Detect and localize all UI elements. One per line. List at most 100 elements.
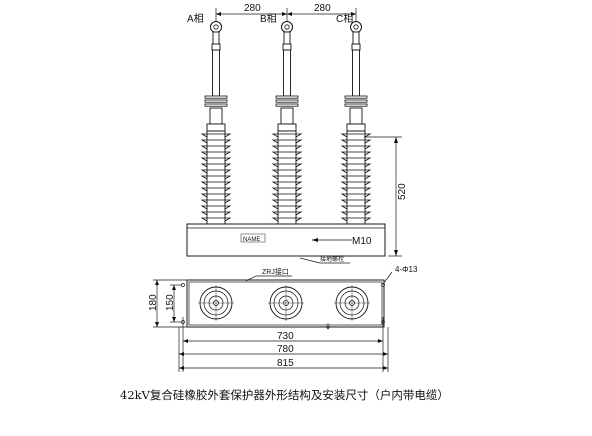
shed [200, 211, 232, 216]
collar [209, 107, 223, 125]
shed [271, 151, 303, 156]
dim-width-inner: 150 [165, 294, 176, 311]
shed [340, 175, 372, 180]
bushing-footprint [198, 285, 234, 321]
shed [340, 181, 372, 186]
shed [200, 175, 232, 180]
flange [206, 123, 226, 132]
dim-bolt: M10 [352, 236, 372, 247]
shed [271, 145, 303, 150]
upper-shed [204, 95, 228, 99]
dim-length-inner: 730 [277, 331, 294, 342]
terminal-collar [351, 43, 361, 51]
collar [280, 107, 294, 125]
shed [340, 193, 372, 198]
shed [200, 205, 232, 210]
housing [346, 130, 366, 225]
shed [271, 187, 303, 192]
shed [200, 193, 232, 198]
terminal-hole [213, 24, 219, 30]
shed [200, 181, 232, 186]
ground-bolt-callout: 接地螺栓 [299, 255, 350, 264]
shed [200, 145, 232, 150]
shed [271, 193, 303, 198]
shed [271, 199, 303, 204]
shed [271, 157, 303, 162]
phase-label-b: B相 [260, 12, 277, 25]
arrester-column [200, 21, 232, 225]
arrester-column [271, 21, 303, 225]
shed [340, 169, 372, 174]
base-enclosure: NAME [186, 223, 386, 257]
shed [340, 205, 372, 210]
phase-label-c: C相 [336, 12, 353, 25]
upper-shed [204, 103, 228, 107]
m10-callout: M10 [312, 236, 372, 247]
shed [340, 187, 372, 192]
dim-spacing-ab: 280 [244, 3, 261, 14]
cable-rod [212, 49, 220, 97]
dim-height: 520 [397, 183, 408, 200]
flange [277, 123, 297, 132]
dim-length-mid: 780 [277, 344, 294, 355]
collar [349, 107, 363, 125]
mount-hole [381, 283, 385, 287]
shed [340, 163, 372, 168]
terminal-collar [211, 43, 221, 51]
base-plate [186, 279, 385, 328]
dim-hole: 4-Φ13 [395, 265, 418, 274]
plan-view: ZRJ接口 4-Φ13 180 150 [148, 265, 418, 372]
terminal-hole [353, 24, 359, 30]
upper-shed [275, 99, 299, 103]
phase-spacing-dimension: 280 280 [215, 3, 357, 30]
bushing-footprints [198, 285, 370, 321]
width-dimensions: 180 150 [148, 279, 187, 328]
length-dimensions: 730 780 815 [178, 327, 389, 372]
front-elevation: 280 280 A相 B相 C相 NAME M10 接地螺栓 [186, 3, 408, 264]
shed [271, 217, 303, 222]
height-dimension: 520 [364, 136, 408, 257]
upper-shed [204, 99, 228, 103]
shed [200, 169, 232, 174]
cable-rod [283, 49, 291, 97]
shed [200, 157, 232, 162]
shed [340, 157, 372, 162]
shed [200, 151, 232, 156]
cable-rod [352, 49, 360, 97]
shed [340, 139, 372, 144]
upper-shed [344, 95, 368, 99]
zrj-port-label: ZRJ接口 [262, 267, 289, 276]
housing [206, 130, 226, 225]
shed [340, 217, 372, 222]
flange [346, 123, 366, 132]
upper-shed [344, 103, 368, 107]
shed [200, 187, 232, 192]
upper-shed [344, 99, 368, 103]
shed [271, 211, 303, 216]
housing [277, 130, 297, 225]
shed [271, 169, 303, 174]
shed [271, 139, 303, 144]
shed [271, 205, 303, 210]
upper-shed [275, 95, 299, 99]
shed [340, 145, 372, 150]
shed [271, 163, 303, 168]
shed [340, 151, 372, 156]
shed [200, 139, 232, 144]
arrester-columns [200, 21, 372, 225]
ground-bolt-label: 接地螺栓 [320, 255, 344, 263]
shed [200, 163, 232, 168]
shed [271, 181, 303, 186]
bushing-footprint [268, 285, 304, 321]
shed [271, 175, 303, 180]
nameplate: NAME [243, 237, 260, 243]
shed [340, 199, 372, 204]
shed [200, 217, 232, 222]
terminal-collar [282, 43, 292, 51]
arrester-column [340, 21, 372, 225]
shed [200, 199, 232, 204]
dim-length-outer: 815 [277, 358, 294, 369]
phase-label-a: A相 [187, 12, 204, 25]
terminal-hole [284, 24, 290, 30]
